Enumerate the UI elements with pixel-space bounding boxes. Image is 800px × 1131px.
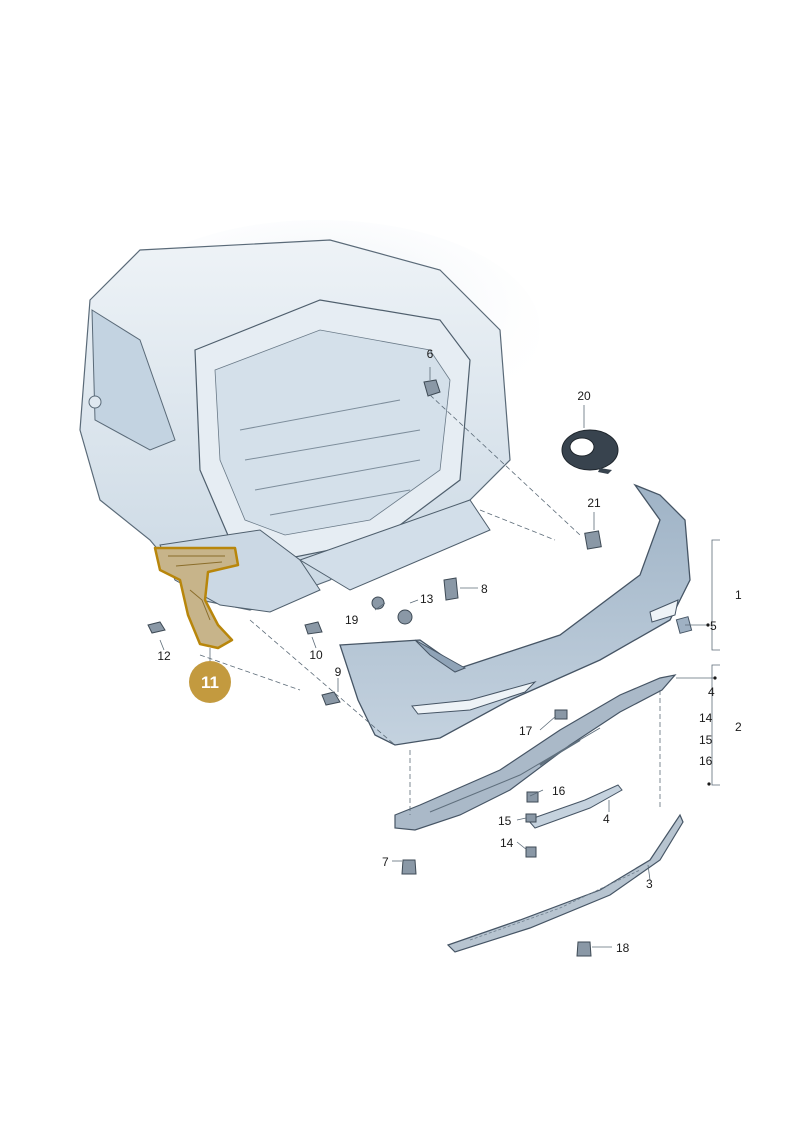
label-part-14-group: 14	[699, 711, 713, 725]
label-part-17: 17	[519, 724, 533, 738]
label-part-18: 18	[616, 941, 630, 955]
vehicle-rear-body	[79, 220, 540, 613]
label-part-7: 7	[382, 855, 389, 869]
label-part-19: 19	[345, 613, 359, 627]
label-part-4-group: 4	[708, 685, 715, 699]
label-part-10: 10	[309, 648, 323, 662]
label-part-13: 13	[420, 592, 434, 606]
leader-lines	[159, 367, 720, 948]
label-part-3: 3	[646, 877, 653, 891]
label-part-9: 9	[335, 665, 342, 679]
label-part-4: 4	[603, 812, 610, 826]
label-part-15: 15	[498, 814, 512, 828]
fasteners	[147, 379, 602, 957]
callout-label: 11	[201, 673, 219, 692]
tape-roll	[561, 429, 619, 474]
bracket-part-11[interactable]	[153, 546, 240, 650]
leader-dots	[706, 623, 717, 786]
label-part-12: 12	[157, 649, 171, 663]
part-labels: 6 20 21 8 13 19 12 10 9 1 5 4 14 2 15 16…	[157, 347, 742, 955]
label-part-8: 8	[481, 582, 488, 596]
label-part-20: 20	[577, 389, 591, 403]
label-part-14: 14	[500, 836, 514, 850]
label-part-16: 16	[552, 784, 566, 798]
label-part-16-group: 16	[699, 754, 713, 768]
diffuser	[394, 674, 677, 831]
label-part-2: 2	[735, 720, 742, 734]
label-part-15-group: 15	[699, 733, 713, 747]
label-part-1: 1	[735, 588, 742, 602]
label-part-5: 5	[710, 619, 717, 633]
trim-strip	[527, 784, 623, 829]
label-part-6: 6	[427, 347, 434, 361]
bumper-cover	[339, 483, 693, 746]
lower-strip	[446, 813, 684, 953]
label-part-21: 21	[587, 496, 601, 510]
callout-part-11[interactable]: 11	[189, 648, 231, 703]
